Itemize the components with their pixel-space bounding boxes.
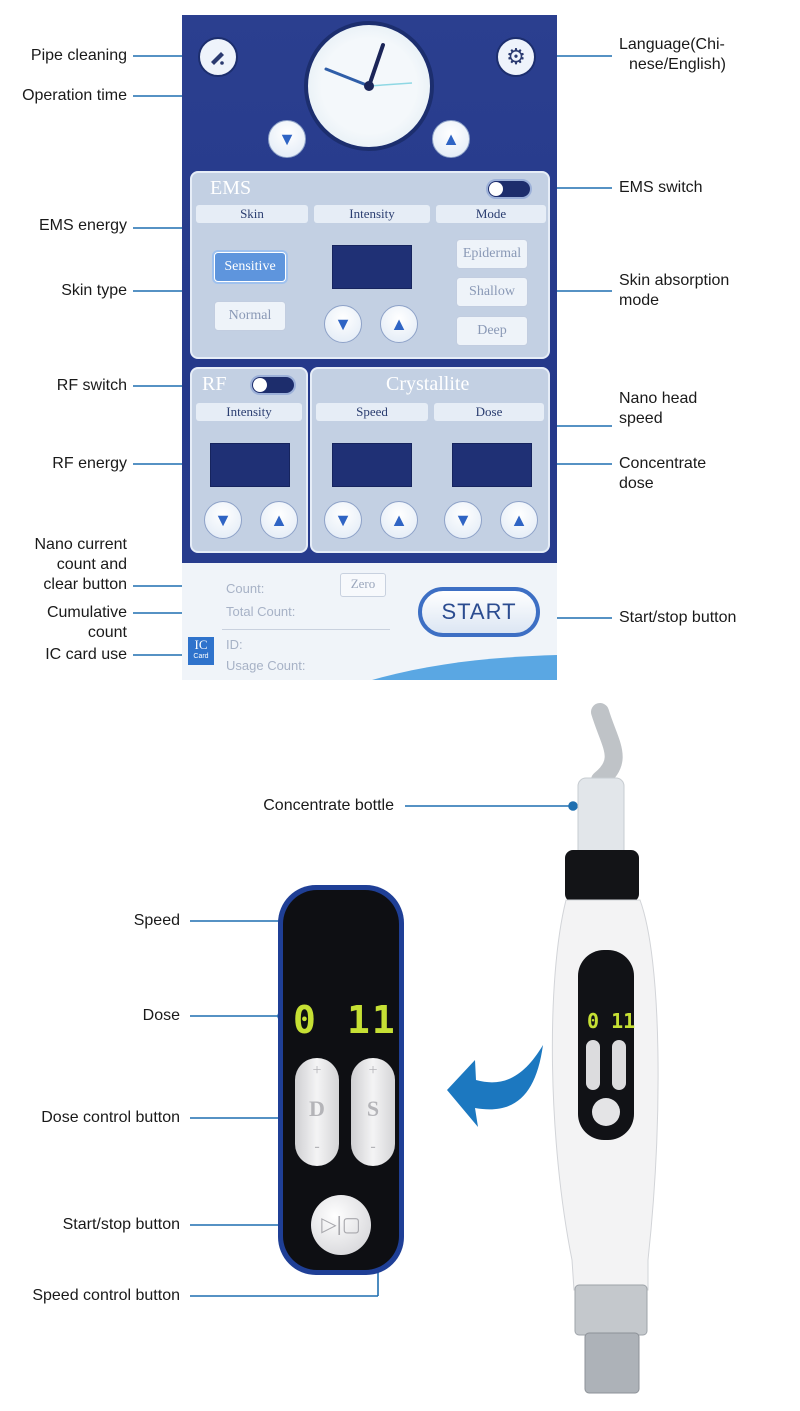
ic-card-badge: IC Card [188,637,214,665]
speed-display [332,443,412,487]
rf-energy-up-button[interactable]: ▲ [260,501,298,539]
time-down-button[interactable]: ▼ [268,120,306,158]
pen-closeup: 0 11 + D - + S - ▷|▢ [278,885,404,1275]
svg-text:0 11: 0 11 [587,1009,635,1033]
play-pause-icon: ▷|▢ [321,1214,361,1236]
rf-panel: RF Intensity ▼ ▲ [190,367,308,553]
callout-speed: Speed [133,912,180,929]
callout-speed-control-button: Speed control button [32,1287,180,1304]
down-triangle-icon: ▼ [454,509,472,530]
speed-down-button[interactable]: ▼ [324,501,362,539]
operation-time-clock[interactable] [304,21,434,151]
ems-col-intensity: Intensity [314,205,430,223]
skin-sensitive-button[interactable]: Sensitive [214,252,286,282]
dose-control-button[interactable]: + D - [295,1058,339,1166]
ems-energy-down-button[interactable]: ▼ [324,305,362,343]
rf-energy-down-button[interactable]: ▼ [204,501,242,539]
crystallite-title: Crystallite [386,373,470,395]
gear-icon: ⚙ [506,44,526,69]
callout-ems-energy: EMS energy [38,217,127,234]
callout-skin-type: Skin type [61,282,127,299]
crystallite-col-speed: Speed [316,403,428,421]
wave-decoration [372,655,557,680]
up-triangle-icon: ▲ [510,509,528,530]
callout-nano-head-speed: Nano head speed [619,390,698,427]
callout-operation-time: Operation time [22,87,127,104]
ems-col-skin: Skin [196,205,308,223]
callout-rf-energy: RF energy [52,455,127,472]
id-label: ID: [226,637,243,652]
ems-col-mode: Mode [436,205,546,223]
rf-title: RF [202,373,227,395]
mode-shallow-button[interactable]: Shallow [456,277,528,307]
up-triangle-icon: ▲ [270,509,288,530]
up-triangle-icon: ▲ [442,128,460,149]
rf-switch[interactable] [250,375,296,395]
dose-display [452,443,532,487]
clock-face-icon [324,43,413,91]
callout-start-stop-button: Start/stop button [619,609,737,626]
pipe-cleaning-button[interactable] [198,37,238,77]
callout-pipe-cleaning: Pipe cleaning [30,47,127,64]
skin-normal-button[interactable]: Normal [214,301,286,331]
dose-up-button[interactable]: ▲ [500,501,538,539]
start-button[interactable]: START [418,587,540,637]
divider [222,629,390,630]
brush-icon [211,52,224,65]
status-area: Count: Zero Total Count: IC Card ID: Usa… [182,563,557,680]
mode-epidermal-button[interactable]: Epidermal [456,239,528,269]
callout-concentrate-dose: Concentrate dose [619,455,707,492]
total-count-label: Total Count: [226,604,296,619]
zero-button[interactable]: Zero [340,573,386,597]
rf-energy-display [210,443,290,487]
count-label: Count: [226,581,265,596]
speed-up-button[interactable]: ▲ [380,501,418,539]
pen-control-face: 0 11 + D - + S - ▷|▢ [283,890,399,1270]
down-triangle-icon: ▼ [334,509,352,530]
callout-cumulative-count: Cumulative count [46,604,127,641]
callout-ems-switch: EMS switch [619,179,703,196]
callout-pen-start-stop-button: Start/stop button [62,1216,180,1233]
down-triangle-icon: ▼ [214,509,232,530]
down-triangle-icon: ▼ [334,313,352,334]
down-triangle-icon: ▼ [278,128,296,149]
crystallite-panel: Crystallite Speed Dose ▼ ▲ ▼ ▲ [310,367,550,553]
ems-title: EMS [210,177,252,199]
up-triangle-icon: ▲ [390,509,408,530]
callout-ic-card-use: IC card use [45,646,127,663]
mode-deep-button[interactable]: Deep [456,316,528,346]
ems-switch[interactable] [486,179,532,199]
language-button[interactable]: ⚙ [496,37,536,77]
handpiece-illustration: 0 11 [551,703,659,1394]
crystallite-col-dose: Dose [434,403,544,421]
callout-dose-control-button: Dose control button [41,1109,180,1126]
dose-down-button[interactable]: ▼ [444,501,482,539]
up-triangle-icon: ▲ [390,313,408,334]
callout-concentrate-bottle: Concentrate bottle [263,797,394,814]
toggle-knob [489,182,503,196]
rf-col-intensity: Intensity [196,403,302,421]
speed-digit-display: 11 [347,998,397,1042]
pen-start-stop-button[interactable]: ▷|▢ [311,1195,371,1255]
usage-count-label: Usage Count: [226,658,306,673]
speed-control-button[interactable]: + S - [351,1058,395,1166]
time-up-button[interactable]: ▲ [432,120,470,158]
callout-nano-current-count: Nano current count and clear button [34,536,128,593]
toggle-knob [253,378,267,392]
device-screen: ⚙ ▼ ▲ EMS Skin Intensity Mode Sensitive … [182,15,557,680]
ems-energy-up-button[interactable]: ▲ [380,305,418,343]
dose-digit-display: 0 [293,998,318,1042]
callout-dose: Dose [142,1007,180,1024]
callout-language: Language(Chi- nese/English) [619,36,726,73]
callout-rf-switch: RF switch [56,377,127,394]
callout-skin-absorption-mode: Skin absorption mode [619,272,730,309]
ems-panel: EMS Skin Intensity Mode Sensitive Normal… [190,171,550,359]
ems-energy-display [332,245,412,289]
curved-arrow-icon [447,1045,543,1127]
